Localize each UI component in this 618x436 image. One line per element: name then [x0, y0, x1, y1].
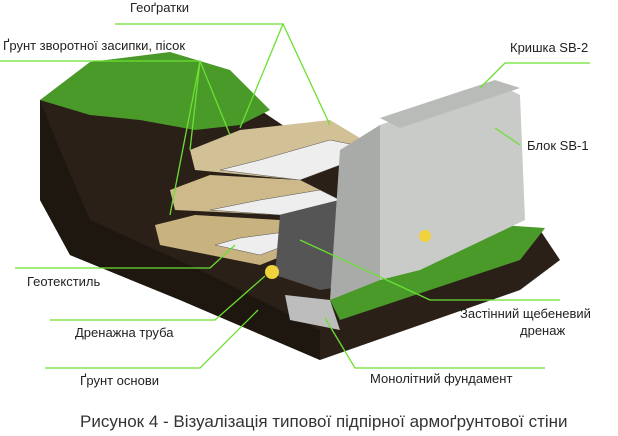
label-drain-pipe: Дренажна труба [75, 325, 174, 340]
label-base-soil: Ґрунт основи [80, 373, 159, 388]
label-block: Блок SB-1 [527, 138, 589, 153]
block-wall-face [380, 85, 525, 280]
drain-pipe [265, 265, 279, 279]
figure-caption: Рисунок 4 - Візуалізація типової підпірн… [80, 412, 568, 431]
label-backfill: Ґрунт зворотної засипки, пісок [3, 38, 186, 53]
grass-top [40, 52, 270, 130]
cap-row [380, 80, 520, 128]
label-gravel-drain-1: Застінний щебеневий [460, 306, 591, 321]
label-geogrids: Геоґратки [130, 0, 190, 15]
label-cap: Кришка SB-2 [510, 40, 589, 55]
soil-side [40, 100, 320, 360]
label-foundation: Монолітний фундамент [370, 371, 513, 386]
block-wall-side [330, 125, 380, 300]
leader-lines [0, 23, 590, 369]
grass-bottom [330, 225, 545, 320]
drain-outlet [419, 230, 431, 242]
geogrid-2 [209, 189, 341, 216]
label-geotextile: Геотекстиль [27, 274, 101, 289]
label-gravel-drain-2: дренаж [520, 323, 566, 338]
